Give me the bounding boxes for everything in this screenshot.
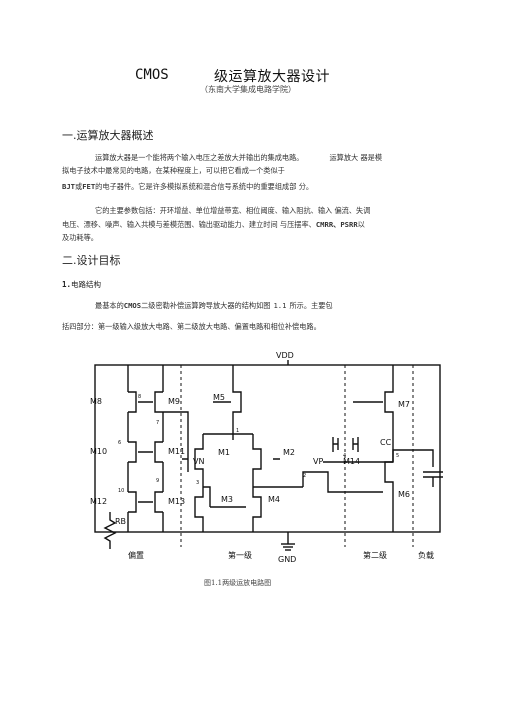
label-vp: VP [313, 457, 323, 466]
section-bias: 偏置 [128, 550, 144, 560]
label-m2: M2 [283, 448, 295, 457]
op-amp-circuit-diagram: VDD GND M8 M9 M10 M11 M12 M13 M5 M1 M2 M… [90, 352, 443, 564]
subsection-number: 1. [62, 280, 72, 289]
para1-line3-rest: 的电子器件。它是许多模拟系统和混合信号系统中的重要组成部 分。 [95, 182, 314, 191]
section2-heading: 二.设计目标 [62, 254, 121, 267]
subsection-text: 电路结构 [71, 280, 102, 289]
label-m10: M10 [90, 447, 107, 456]
label-m1: M1 [218, 448, 230, 457]
label-m13: M13 [168, 497, 185, 506]
code-cmos: CMOS [123, 301, 142, 310]
node-3: 3 [196, 480, 199, 486]
code-bjt: BJT [62, 182, 75, 191]
s2-fig-ref: 1.1 [273, 301, 287, 310]
label-m4: M4 [268, 495, 280, 504]
label-cc: CC [380, 438, 392, 447]
node-7: 7 [156, 420, 159, 426]
node-5: 5 [396, 453, 399, 459]
label-m7: M7 [398, 400, 410, 409]
para2-line2a: 电压、漂移、噪声、输入共模与差模范围、输出驱动能力、建立时间 与压摆率、 [62, 220, 316, 229]
code-fet: FET [82, 182, 96, 191]
para1-line1a: 运算放大器是一个能将两个输入电压之差放大并输出的集成电路。 [95, 153, 304, 162]
label-m14: M14 [343, 457, 360, 466]
label-vdd: VDD [276, 352, 294, 360]
section-first-stage: 第一级 [228, 550, 252, 560]
section1-para1-line2: 拟电子技术中最常见的电路，在某种程度上，可以把它看成一个类似于 [62, 166, 285, 175]
section1-para2-line3: 及功耗等。 [62, 233, 98, 242]
para2-line2b: 以 [357, 220, 365, 229]
code-cmrr-psrr: CMRR、PSRR [315, 220, 358, 229]
label-m8: M8 [90, 397, 102, 406]
label-m5: M5 [213, 393, 225, 402]
label-m3: M3 [221, 495, 233, 504]
section1-para2-line2: 电压、漂移、噪声、输入共模与差模范围、输出驱动能力、建立时间 与压摆率、CMRR… [62, 218, 365, 231]
text-or: 或 [74, 182, 83, 191]
section-load: 负载 [418, 550, 434, 560]
label-m6: M6 [398, 490, 410, 499]
title-chinese: 级运算放大器设计 [214, 69, 330, 85]
node-2: 2 [303, 473, 306, 479]
s2-para-c: 所示。主要包 [289, 301, 333, 310]
node-4: 4 [343, 453, 346, 459]
node-10: 10 [118, 488, 124, 494]
subtitle: （东南大学集成电路学院） [200, 85, 296, 94]
node-9: 9 [156, 478, 159, 484]
node-1: 1 [236, 428, 239, 434]
section2-para-line2: 括四部分：第一级输入级放大电路、第二级放大电路、偏置电路和相位补偿电路。 [62, 322, 321, 331]
node-6: 6 [118, 440, 121, 446]
label-m9: M9 [168, 397, 180, 406]
label-gnd: GND [278, 555, 296, 564]
section1-heading: 一.运算放大器概述 [62, 129, 154, 142]
subsection-title: 1.电路结构 [62, 279, 101, 290]
label-rb: RB [115, 517, 126, 526]
figure-caption: 图1.1两级运放电路图 [204, 579, 272, 587]
node-8: 8 [138, 394, 141, 400]
title-latin: CMOS [135, 67, 169, 83]
section1-para1-line1: 运算放大器是一个能将两个输入电压之差放大并输出的集成电路。 运算放大 器是模 [95, 151, 382, 164]
s2-para-b: 二级密勒补偿运算跨导放大器的结构如图 [141, 301, 271, 310]
section1-para2-line1: 它的主要参数包括：开环增益、单位增益带宽、相位阈度、输入阻抗、输入 偏流、失调 [95, 206, 371, 215]
label-m12: M12 [90, 497, 107, 506]
para1-line1b: 运算放大 器是模 [329, 153, 383, 162]
section-second-stage: 第二级 [363, 550, 387, 560]
s2-para-a: 最基本的 [95, 301, 124, 310]
label-m11: M11 [168, 447, 185, 456]
section1-para1-line3: BJT或FET的电子器件。它是许多模拟系统和混合信号系统中的重要组成部 分。 [62, 180, 313, 193]
label-vn: VN [193, 457, 204, 466]
